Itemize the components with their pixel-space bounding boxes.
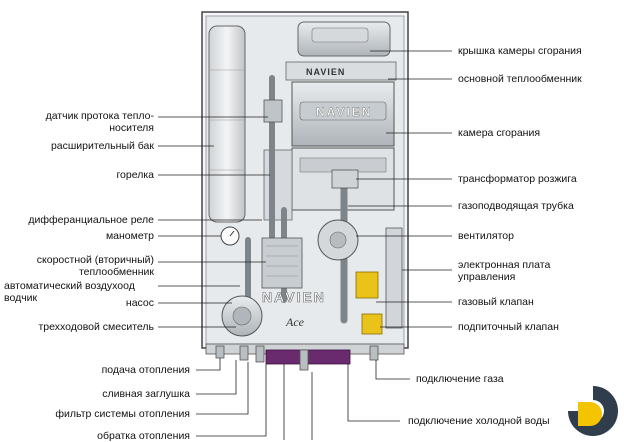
label-flow-sensor: датчик протока тепло- носителя: [45, 110, 154, 134]
label-heating-filter: фильтр системы отопления: [55, 408, 190, 420]
brand-model: Ace: [285, 315, 305, 329]
secondary-hx-shape: [261, 237, 303, 289]
fan-shape: [317, 219, 359, 261]
burner-shape: [263, 149, 293, 221]
label-expansion-tank: расширительный бак: [50, 140, 154, 152]
label-chamber-cover: крышка камеры сгорания: [458, 45, 582, 57]
manometer-shape: [220, 226, 240, 246]
label-heating-supply: подача отопления: [101, 364, 190, 376]
label-cold-water-connection: подключение холодной воды: [408, 415, 550, 427]
gas-valve-shape: [355, 271, 379, 299]
label-diff-relay: дифферанциальное реле: [28, 214, 154, 226]
label-gas-pipe: газоподводящая трубка: [458, 200, 574, 212]
label-heating-return: обратка отопления: [97, 430, 190, 442]
leader-lines-left: [158, 116, 270, 328]
site-logo-icon: [568, 386, 618, 436]
leader-lines-right: [348, 50, 452, 328]
label-combustion-chamber: камера сгорания: [458, 127, 541, 139]
label-drain-plug: сливная заглушка: [102, 388, 190, 400]
label-control-board: электронная плата управления: [458, 259, 551, 283]
label-main-hx: основной теплообменник: [458, 73, 582, 85]
label-gas-connection: подключение газа: [416, 373, 504, 385]
leader-lines-bottom: [196, 358, 410, 440]
ignition-transformer-shape: [331, 169, 359, 189]
label-gas-valve: газовый клапан: [458, 296, 534, 308]
label-makeup-valve: подпиточный клапан: [458, 321, 559, 333]
label-burner: горелка: [116, 169, 154, 181]
pump-shape: [221, 295, 263, 337]
label-pump: насос: [125, 297, 154, 309]
label-secondary-hx: скоростной (вторичный) теплообменник: [36, 254, 154, 278]
label-manometer: манометр: [105, 230, 154, 242]
chamber-cover-shape: [285, 21, 397, 81]
expansion-tank-shape: [208, 25, 246, 223]
brand-lower-text: NAVIEN: [262, 289, 326, 305]
makeup-valve-shape: [361, 313, 383, 335]
bottom-connections: [215, 345, 379, 371]
label-air-vent: автоматический воздухоод водчик: [4, 280, 135, 304]
flow-sensor-shape: [263, 99, 283, 123]
brand-top-badge: NAVIEN: [306, 67, 345, 77]
label-fan: вентилятор: [458, 230, 514, 242]
label-ignition-transformer: трансформатор розжига: [458, 173, 577, 185]
control-board-shape: [385, 227, 403, 329]
label-three-way-mixer: трехходовой смеситель: [38, 321, 155, 333]
brand-exchanger-text: NAVIEN: [316, 105, 372, 119]
